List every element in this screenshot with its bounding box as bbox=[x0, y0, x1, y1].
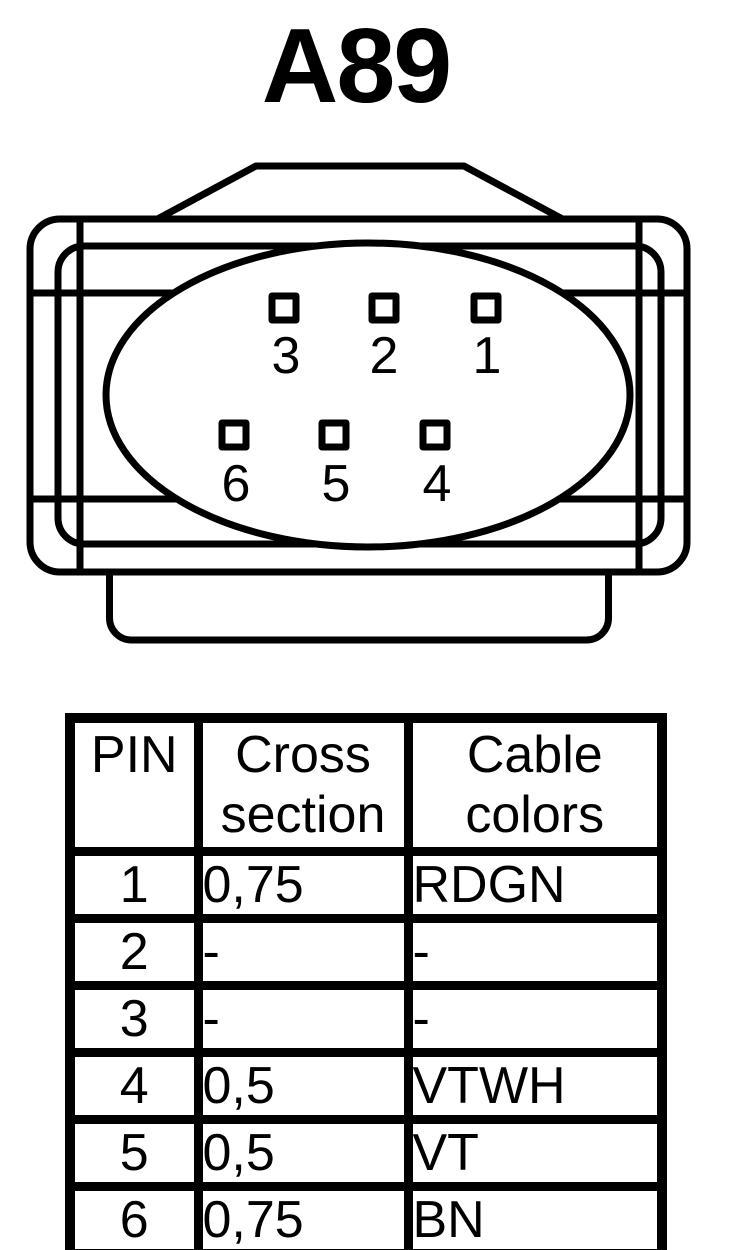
cable-colors-header: Cable colors bbox=[403, 713, 667, 856]
pin-socket-3 bbox=[268, 292, 300, 324]
cable-color-cell: VT bbox=[403, 1115, 667, 1191]
cable-color-cell: RDGN bbox=[403, 847, 667, 923]
seal-ellipse bbox=[102, 239, 634, 551]
cable-color-cell: BN bbox=[403, 1182, 667, 1250]
pin-socket-1 bbox=[470, 292, 502, 324]
pin-cell: 2 bbox=[65, 914, 203, 990]
cross-section-cell: - bbox=[193, 981, 413, 1057]
cross-section-header: Cross section bbox=[193, 713, 413, 856]
cross-section-cell: 0,5 bbox=[193, 1115, 413, 1191]
pin-cell: 5 bbox=[65, 1115, 203, 1191]
pin-label-6: 6 bbox=[222, 455, 251, 513]
table-row: 3 - - bbox=[65, 981, 667, 1057]
pin-label-3: 3 bbox=[272, 327, 301, 385]
connector-diagram: 3 2 1 6 5 4 bbox=[26, 162, 691, 644]
pin-cell: 3 bbox=[65, 981, 203, 1057]
cross-section-cell: 0,75 bbox=[193, 847, 413, 923]
pin-socket-4 bbox=[419, 419, 451, 451]
pin-socket-6 bbox=[218, 419, 250, 451]
cable-color-cell: VTWH bbox=[403, 1048, 667, 1124]
cable-color-cell: - bbox=[403, 914, 667, 990]
pin-label-5: 5 bbox=[322, 455, 351, 513]
header-row: PIN Cross section Cable colors bbox=[65, 713, 667, 856]
table-row: 4 0,5 VTWH bbox=[65, 1048, 667, 1124]
table-row: 2 - - bbox=[65, 914, 667, 990]
pin-header: PIN bbox=[65, 713, 203, 856]
table-row: 5 0,5 VT bbox=[65, 1115, 667, 1191]
pin-label-2: 2 bbox=[370, 327, 399, 385]
pin-cell: 4 bbox=[65, 1048, 203, 1124]
pin-label-1: 1 bbox=[473, 327, 502, 385]
pin-cell: 6 bbox=[65, 1182, 203, 1250]
cross-section-cell: - bbox=[193, 914, 413, 990]
latch-trapezoid bbox=[148, 162, 572, 226]
cross-section-cell: 0,75 bbox=[193, 1182, 413, 1250]
table-row: 6 0,75 BN bbox=[65, 1182, 667, 1250]
pin-socket-2 bbox=[368, 292, 400, 324]
connector-title: A89 bbox=[261, 7, 452, 125]
pin-socket-5 bbox=[318, 419, 350, 451]
pin-label-4: 4 bbox=[423, 455, 452, 513]
cross-section-cell: 0,5 bbox=[193, 1048, 413, 1124]
cable-color-cell: - bbox=[403, 981, 667, 1057]
table-row: 1 0,75 RDGN bbox=[65, 847, 667, 923]
pin-cell: 1 bbox=[65, 847, 203, 923]
pinout-table: PIN Cross section Cable colors 1 0,75 RD… bbox=[65, 713, 667, 1250]
